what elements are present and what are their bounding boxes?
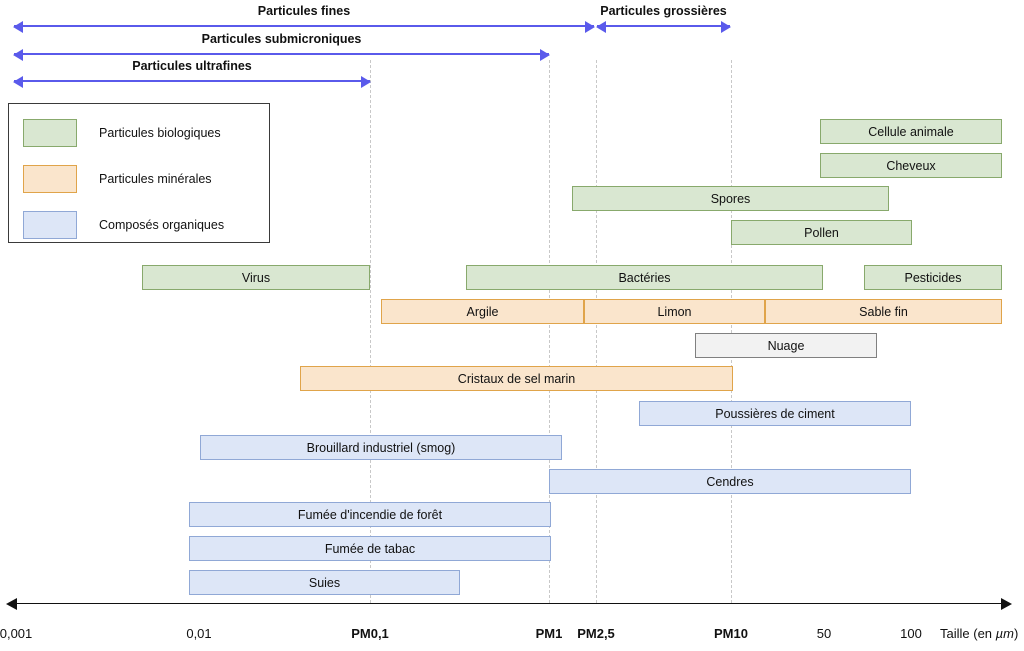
bar-cendres[interactable]: Cendres bbox=[549, 469, 911, 494]
x-axis-title-text: Taille (en bbox=[940, 626, 996, 641]
arrow-right-icon bbox=[585, 21, 595, 33]
bar-label: Bactéries bbox=[618, 270, 671, 285]
legend-item-0[interactable]: Particules biologiques bbox=[23, 118, 221, 148]
bar-fum-e-de-tabac[interactable]: Fumée de tabac bbox=[189, 536, 551, 561]
bar-label: Suies bbox=[308, 575, 341, 590]
bar-label: Pollen bbox=[804, 225, 839, 240]
legend-label: Particules biologiques bbox=[99, 126, 221, 140]
gridline-1 bbox=[549, 60, 550, 603]
bar-segment-argile[interactable]: Argile bbox=[381, 299, 584, 324]
range-arrow-2 bbox=[13, 49, 550, 61]
legend-label: Composés organiques bbox=[99, 218, 225, 232]
arrow-right-icon bbox=[540, 49, 550, 61]
x-tick-pm2-5: PM2,5 bbox=[577, 626, 615, 641]
x-tick-50: 50 bbox=[816, 626, 832, 641]
range-label-0: Particules fines bbox=[257, 4, 351, 18]
bar-label: Cheveux bbox=[886, 158, 936, 173]
bar-virus[interactable]: Virus bbox=[142, 265, 370, 290]
bar-label: Limon bbox=[657, 304, 692, 319]
bar-poussi-res-de-ciment[interactable]: Poussières de ciment bbox=[639, 401, 911, 426]
bar-segment-limon[interactable]: Limon bbox=[584, 299, 765, 324]
legend-label: Particules minérales bbox=[99, 172, 212, 186]
x-tick-pm0-1: PM0,1 bbox=[351, 626, 389, 641]
bar-label: Cendres bbox=[706, 474, 754, 489]
arrow-left-icon bbox=[13, 49, 23, 61]
x-tick-0-001: 0,001 bbox=[0, 626, 33, 641]
gridline-3 bbox=[731, 60, 732, 603]
range-arrow-3 bbox=[13, 76, 371, 88]
bar-label: Fumée d'incendie de forêt bbox=[297, 507, 443, 522]
bar-label: Spores bbox=[710, 191, 751, 206]
bar-label: Pesticides bbox=[904, 270, 962, 285]
bar-fum-e-d-incendie-de-for-t[interactable]: Fumée d'incendie de forêt bbox=[189, 502, 551, 527]
range-arrow-0 bbox=[13, 21, 595, 33]
legend-swatch-icon bbox=[23, 165, 77, 193]
x-axis-title-unit: µm bbox=[995, 626, 1014, 641]
gridline-0 bbox=[370, 60, 371, 603]
x-tick-pm10: PM10 bbox=[714, 626, 748, 641]
bar-label: Cellule animale bbox=[868, 124, 954, 139]
x-tick-0-01: 0,01 bbox=[186, 626, 212, 641]
bar-cheveux[interactable]: Cheveux bbox=[820, 153, 1002, 178]
arrow-left-icon bbox=[13, 21, 23, 33]
legend-item-2[interactable]: Composés organiques bbox=[23, 210, 224, 240]
arrow-left-icon bbox=[13, 76, 23, 88]
arrow-right-icon bbox=[721, 21, 731, 33]
bar-pollen[interactable]: Pollen bbox=[731, 220, 912, 245]
bar-label: Virus bbox=[241, 270, 271, 285]
legend-item-1[interactable]: Particules minérales bbox=[23, 164, 212, 194]
bar-label: Cristaux de sel marin bbox=[457, 371, 576, 386]
bar-cristaux-de-sel-marin[interactable]: Cristaux de sel marin bbox=[300, 366, 733, 391]
bar-cellule-animale[interactable]: Cellule animale bbox=[820, 119, 1002, 144]
axis-arrow-left-icon bbox=[6, 598, 17, 610]
bar-suies[interactable]: Suies bbox=[189, 570, 460, 595]
bar-label: Fumée de tabac bbox=[324, 541, 416, 556]
range-label-2: Particules submicroniques bbox=[201, 32, 362, 46]
bar-label: Sable fin bbox=[859, 304, 908, 319]
gridline-2 bbox=[596, 60, 597, 603]
range-label-3: Particules ultrafines bbox=[132, 59, 252, 73]
bar-pesticides[interactable]: Pesticides bbox=[864, 265, 1002, 290]
bar-label: Poussières de ciment bbox=[715, 406, 835, 421]
bar-segment-sable-fin[interactable]: Sable fin bbox=[765, 299, 1002, 324]
arrow-left-icon bbox=[596, 21, 606, 33]
range-arrow-1 bbox=[596, 21, 731, 33]
range-label-1: Particules grossières bbox=[600, 4, 727, 18]
legend-swatch-icon bbox=[23, 119, 77, 147]
bar-bact-ries[interactable]: Bactéries bbox=[466, 265, 823, 290]
legend-swatch-icon bbox=[23, 211, 77, 239]
bar-brouillard-industriel-smog[interactable]: Brouillard industriel (smog) bbox=[200, 435, 562, 460]
bar-label: Brouillard industriel (smog) bbox=[306, 440, 456, 455]
x-axis-title: Taille (en µm) bbox=[940, 626, 1018, 641]
axis-arrow-right-icon bbox=[1001, 598, 1012, 610]
x-tick-pm1: PM1 bbox=[535, 626, 563, 641]
arrow-right-icon bbox=[361, 76, 371, 88]
x-axis-title-end: ) bbox=[1013, 626, 1019, 641]
bar-nuage[interactable]: Nuage bbox=[695, 333, 877, 358]
x-tick-100: 100 bbox=[900, 626, 922, 641]
bar-spores[interactable]: Spores bbox=[572, 186, 889, 211]
bar-label: Argile bbox=[466, 304, 499, 319]
x-axis-line bbox=[6, 598, 1012, 610]
bar-label: Nuage bbox=[767, 338, 805, 353]
